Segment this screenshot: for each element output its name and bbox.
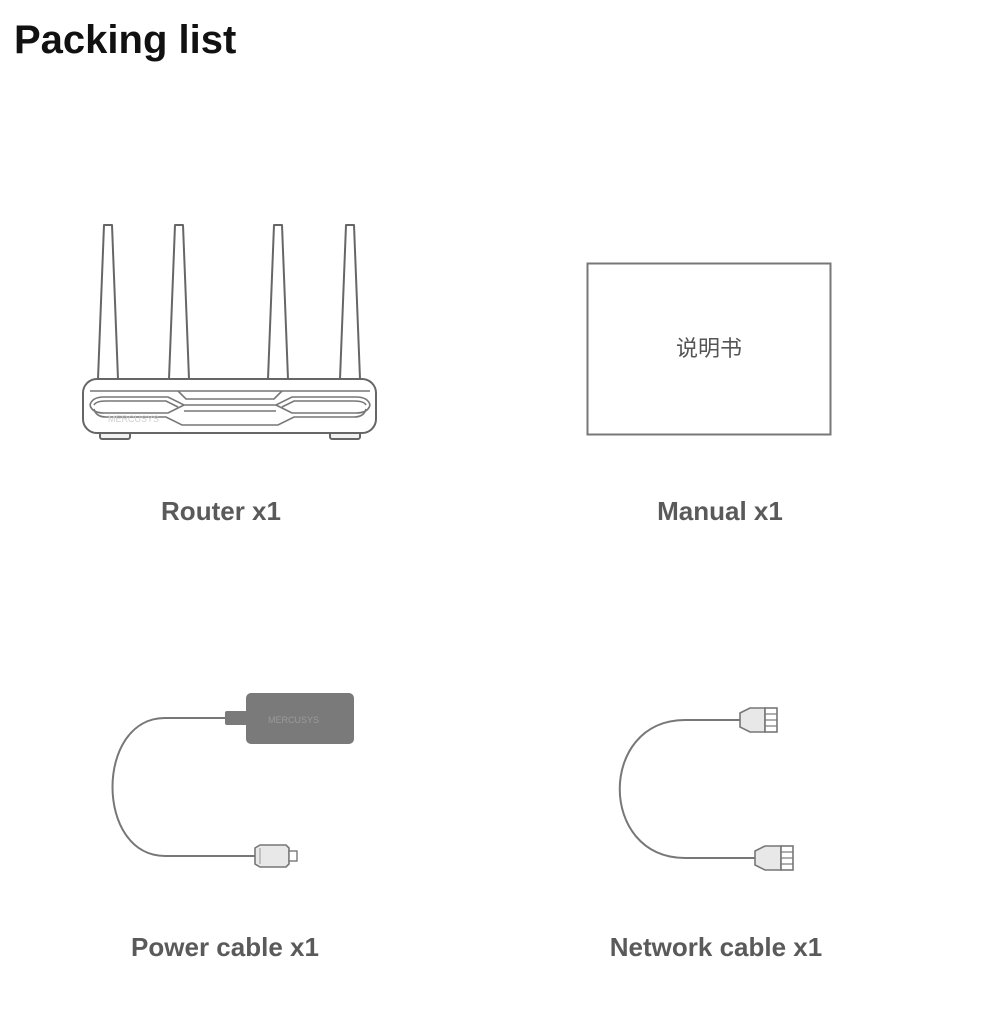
- page-title: Packing list: [14, 18, 237, 62]
- router-label: Router x1: [161, 496, 281, 526]
- manual-label: Manual x1: [657, 496, 783, 526]
- antenna-3: [267, 224, 289, 380]
- power-adapter-body: [246, 693, 354, 744]
- power-adapter-icon: MERCUSYS: [111, 693, 354, 868]
- adapter-brand-mark: MERCUSYS: [268, 715, 319, 725]
- router-icon: MERCUSYS: [82, 224, 377, 440]
- network-cable-wire: [618, 719, 755, 859]
- antenna-4: [339, 224, 361, 380]
- manual-icon: 说明书: [586, 262, 832, 436]
- manual-cover: [586, 262, 832, 436]
- dc-connector-tip: [288, 850, 298, 862]
- antenna-2: [168, 224, 190, 380]
- network-cable-icon: [618, 707, 794, 871]
- network-cable-label: Network cable x1: [609, 932, 823, 962]
- dc-connector: [254, 844, 290, 868]
- router-brand-mark: MERCUSYS: [108, 414, 159, 424]
- power-cable-wire: [111, 717, 255, 857]
- router-body: [82, 378, 377, 434]
- manual-cover-text: 说明书: [676, 337, 742, 362]
- power-adapter-plug: [225, 711, 247, 725]
- antenna-1: [97, 224, 119, 380]
- power-cable-label: Power cable x1: [131, 932, 319, 962]
